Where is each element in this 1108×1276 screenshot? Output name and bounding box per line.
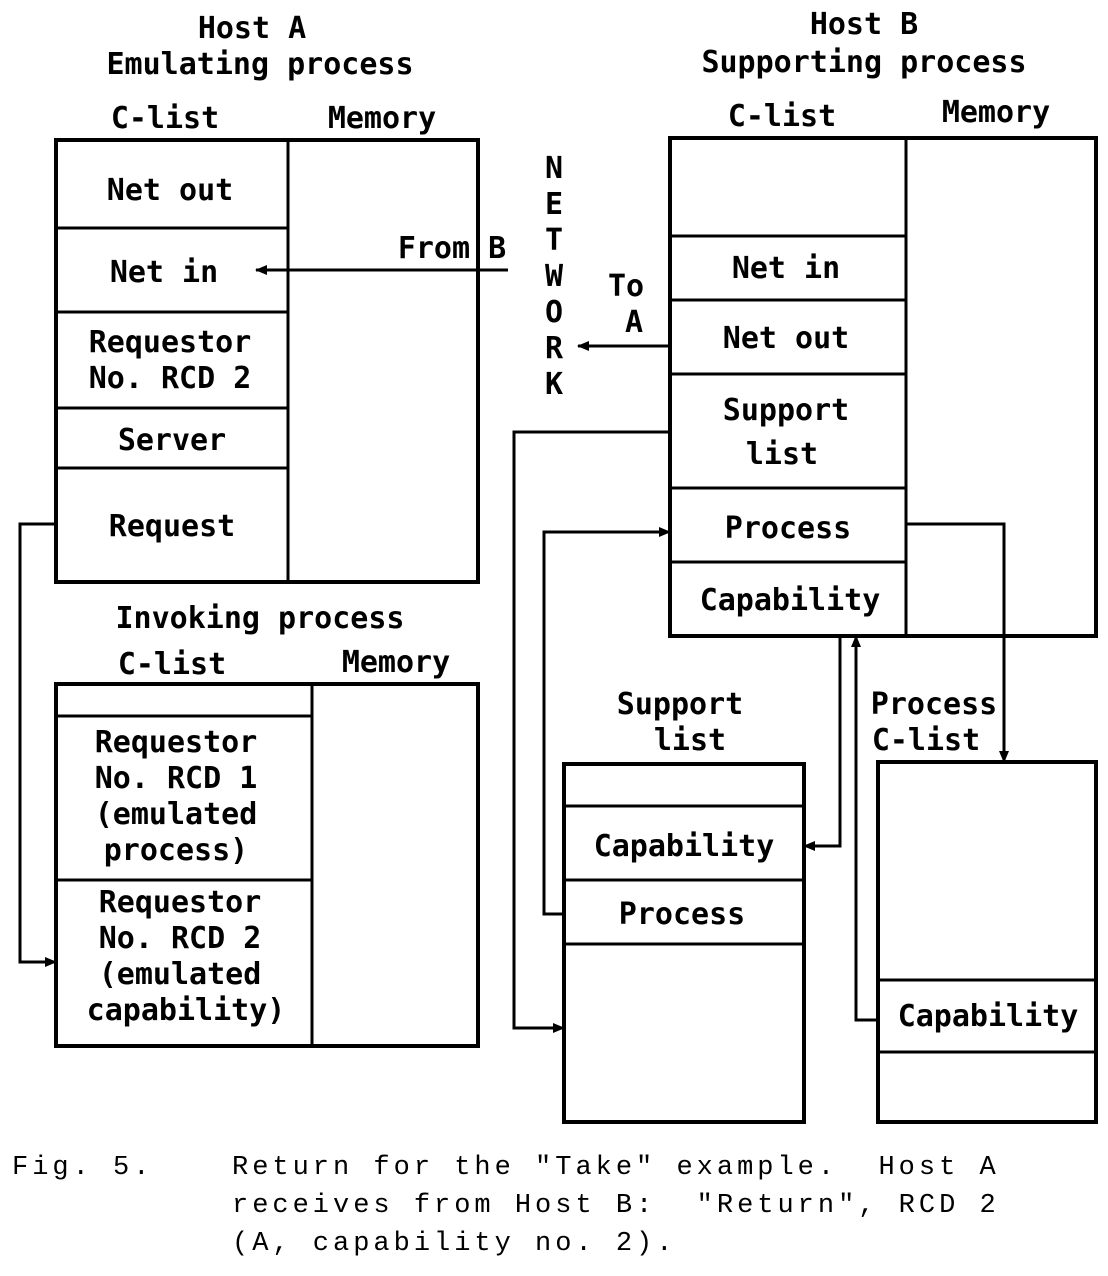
from-b-label: From B <box>398 231 506 266</box>
process-clist-title-line2: C-list <box>872 723 980 758</box>
network-letter: R <box>545 331 564 366</box>
invoking-slot1-line2: No. RCD 1 <box>95 761 258 796</box>
invoking-slot1-line3: (emulated <box>95 797 258 832</box>
process-clist-capability-arrow <box>851 635 878 1022</box>
process-clist-capability: Capability <box>898 999 1079 1034</box>
host-a-net-in: Net in <box>110 255 218 290</box>
host-b-capability: Capability <box>700 583 881 618</box>
to-a-label-line2: A <box>625 305 643 340</box>
invoking-memory-label: Memory <box>342 645 450 680</box>
to-a-label-line1: To <box>608 269 644 304</box>
host-b-subtitle: Supporting process <box>701 45 1026 80</box>
host-a-group: Host A Emulating process C-list Memory N… <box>54 11 508 584</box>
host-b-clist-label: C-list <box>728 99 836 134</box>
network-letter: N <box>545 151 563 186</box>
process-pointer-arrow <box>542 527 671 916</box>
invoking-slot1-line1: Requestor <box>95 725 258 760</box>
process-to-clist-arrow <box>906 522 1009 763</box>
host-a-net-out: Net out <box>107 173 233 208</box>
invoking-slot2-line1: Requestor <box>99 885 262 920</box>
caption-line-2: receives from Host B: "Return", RCD 2 <box>232 1191 1000 1221</box>
host-b-support: Support <box>723 393 849 428</box>
request-to-rcd2-arrow <box>18 522 57 967</box>
caption-number: Fig. 5. <box>12 1153 153 1183</box>
support-list-title-line1: Support <box>617 687 743 722</box>
network-letter: E <box>545 187 563 222</box>
host-b-net-in: Net in <box>732 251 840 286</box>
invoking-box <box>54 682 480 1048</box>
figure-caption: Fig. 5. Return for the "Take" example. H… <box>12 1153 1000 1259</box>
invoking-slot2-line2: No. RCD 2 <box>99 921 262 956</box>
process-clist-box <box>876 760 1098 1124</box>
host-a-box <box>54 138 480 584</box>
network-letter: O <box>545 295 563 330</box>
host-b-group: Host B Supporting process C-list Memory … <box>577 7 1098 638</box>
caption-line-3: (A, capability no. 2). <box>232 1229 676 1259</box>
host-a-subtitle: Emulating process <box>106 47 413 82</box>
support-list-pointer-arrow <box>512 430 670 1033</box>
host-a-title: Host A <box>198 11 306 46</box>
support-list-process: Process <box>619 897 745 932</box>
network-label: N E T W O R K <box>545 151 564 402</box>
invoking-title: Invoking process <box>116 601 405 636</box>
support-list-group: Support list Capability Process <box>562 687 806 1124</box>
invoking-slot2-line3: (emulated <box>99 957 262 992</box>
host-a-memory-label: Memory <box>328 101 436 136</box>
process-clist-title-line1: Process <box>871 687 997 722</box>
host-b-memory-label: Memory <box>942 95 1050 130</box>
invoking-group: Invoking process C-list Memory Requestor… <box>54 601 480 1048</box>
host-b-support-list: list <box>746 437 818 472</box>
support-list-capability: Capability <box>594 829 775 864</box>
host-a-requestor-no: No. RCD 2 <box>89 361 252 396</box>
host-b-net-out: Net out <box>723 321 849 356</box>
host-a-clist-label: C-list <box>111 101 219 136</box>
invoking-slot2-line4: capability) <box>87 993 286 1028</box>
network-letter: T <box>545 223 563 258</box>
host-b-box <box>668 136 1098 638</box>
support-list-title-line2: list <box>654 723 726 758</box>
invoking-clist-label: C-list <box>118 647 226 682</box>
host-a-requestor: Requestor <box>89 325 252 360</box>
host-b-process: Process <box>725 511 851 546</box>
capability-to-support-arrow <box>803 636 842 851</box>
process-clist-group: Process C-list Capability <box>871 687 1098 1124</box>
network-letter: W <box>545 259 564 294</box>
host-b-title: Host B <box>810 7 918 42</box>
invoking-slot1-line4: process) <box>104 833 249 868</box>
host-a-request: Request <box>109 509 235 544</box>
network-letter: K <box>545 367 563 402</box>
caption-line-1: Return for the "Take" example. Host A <box>232 1153 1000 1183</box>
host-a-server: Server <box>118 423 226 458</box>
